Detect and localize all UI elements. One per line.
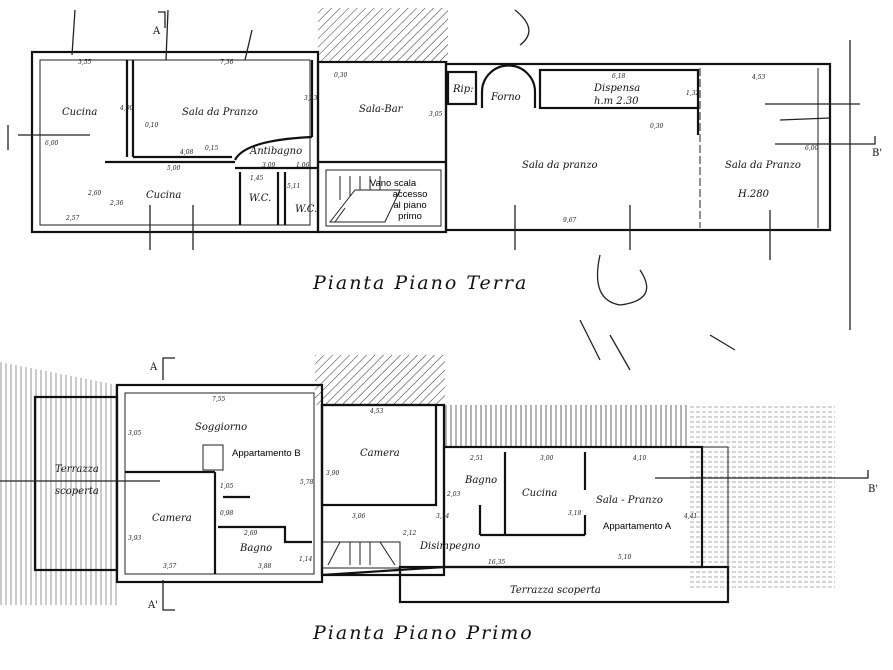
section-marker: A': [147, 600, 158, 611]
dimension-label: 0,10: [145, 122, 159, 129]
dimension-label: 3,88: [258, 563, 272, 570]
dimension-label: 3,09: [262, 162, 276, 169]
room-label: W.C.: [295, 204, 317, 215]
dimension-label: 3,90: [326, 470, 340, 477]
dimension-label: 7,36: [220, 59, 234, 66]
dimension-label: 0,30: [650, 123, 664, 130]
dimension-label: 0,30: [334, 72, 348, 79]
dimension-label: 3,05: [429, 111, 443, 118]
dimension-label: 5,10: [618, 554, 632, 561]
dimension-label: 5,00: [167, 165, 181, 172]
dimension-label: 1,45: [250, 175, 264, 182]
dimension-label: 1,14: [299, 556, 313, 563]
first-floor-title: Pianta Piano Primo: [312, 622, 534, 644]
dimension-label: 4,00: [119, 105, 134, 112]
apartment-label: Appartamento B: [232, 448, 301, 459]
dimension-label: 4,53: [751, 74, 766, 81]
dimension-label: 3,00: [540, 455, 554, 462]
dimension-label: 3,06: [352, 513, 366, 520]
dimension-label: 1,05: [220, 483, 234, 490]
room-label: h.m 2.30: [594, 96, 639, 107]
room-label: Sala - Pranzo: [596, 495, 663, 506]
apartment-a-walls: [442, 445, 704, 569]
room-label: scoperta: [55, 486, 99, 497]
bar-block-wall: [316, 60, 448, 234]
room-label: Sala da Pranzo: [725, 160, 801, 171]
ground-stairs: [328, 176, 401, 223]
room-label: Forno: [490, 92, 521, 103]
dimension-label: 4,53: [369, 408, 384, 415]
stair-void-hatch: [315, 355, 445, 405]
dimension-label: 3,23: [304, 95, 318, 102]
ground-dimensions: 3,55 7,36 0,30 4,00 0,10 3,23 3,05 4,08 …: [45, 59, 819, 224]
handwritten-height: H.280: [737, 189, 770, 200]
apartment-label: Appartamento A: [603, 521, 672, 532]
section-marker: A: [152, 26, 161, 37]
stair-void-hatch: [318, 8, 448, 62]
dimension-label: 4,10: [632, 455, 647, 462]
stair-note: Vano scala: [370, 178, 417, 189]
ground-floor-plan: Cucina Sala da Pranzo Sala-Bar Antibagno…: [7, 8, 882, 371]
ground-handwritten-ticks: [71, 9, 771, 260]
room-label: Rip:: [452, 84, 474, 95]
dimension-label: 2,69: [243, 530, 258, 537]
dimension-label: 3,57: [163, 563, 177, 570]
dimension-label: 3,93: [128, 535, 142, 542]
dimension-label: 9,67: [563, 217, 577, 224]
dimension-label: 2,12: [402, 530, 417, 537]
room-label: Cucina: [146, 190, 181, 201]
room-label: Cucina: [62, 107, 97, 118]
dimension-label: 5,11: [287, 183, 300, 190]
room-label: Sala-Bar: [359, 104, 404, 115]
dimension-label: 3,18: [568, 510, 582, 517]
dimension-label: 0,15: [205, 145, 219, 152]
room-label: Antibagno: [249, 146, 302, 157]
room-label: Cucina: [522, 488, 557, 499]
section-marker: B': [872, 148, 882, 159]
dimension-label: 2,51: [469, 455, 483, 462]
dimension-label: 5,78: [300, 479, 314, 486]
dimension-label: 3,05: [128, 430, 142, 437]
dimension-label: 16,35: [488, 559, 505, 566]
room-label: Camera: [152, 513, 192, 524]
stair-note: primo: [398, 211, 422, 222]
room-label: Dispensa: [593, 83, 640, 94]
dimension-label: 2,36: [109, 200, 124, 207]
room-label: Bagno: [464, 475, 497, 486]
section-marker: A: [149, 362, 158, 373]
dimension-label: 6,00: [805, 145, 819, 152]
stair-note: al piano: [393, 200, 426, 211]
left-block-wall: [30, 50, 320, 234]
ground-floor-title: Pianta Piano Terra: [312, 272, 528, 294]
dimension-label: 3,14: [436, 513, 450, 520]
dimension-label: 4,08: [179, 149, 194, 156]
dimension-label: 2,57: [65, 215, 80, 222]
dimension-label: 2,03: [446, 491, 461, 498]
dimension-label: 1,32: [686, 90, 700, 97]
room-label: Soggiorno: [195, 422, 247, 433]
dimension-label: 0,98: [220, 510, 234, 517]
dimension-label: 1,06: [296, 162, 310, 169]
first-floor-stairs: [321, 541, 401, 569]
room-label: Bagno: [239, 543, 272, 554]
right-block-wall: [444, 62, 832, 232]
room-label: Terrazza scoperta: [510, 585, 601, 596]
section-marker: B': [868, 484, 878, 495]
room-label: Sala da pranzo: [522, 160, 598, 171]
room-label: W.C.: [249, 193, 271, 204]
first-floor-plan: Soggiorno Camera Bagno Camera Disimpegno…: [0, 355, 878, 644]
room-label: Camera: [360, 448, 400, 459]
dimension-label: 6,00: [45, 140, 59, 147]
dimension-label: 4,41: [683, 513, 697, 520]
dimension-label: 7,55: [212, 396, 226, 403]
dimension-label: 6,18: [612, 73, 626, 80]
stair-note: accesso: [393, 189, 428, 200]
room-label: Terrazza: [55, 464, 99, 475]
room-label: Sala da Pranzo: [182, 107, 258, 118]
room-label: Disimpegno: [419, 541, 480, 552]
dimension-label: 2,60: [87, 190, 102, 197]
first-floor-dimensions: 7,55 3,05 5,78 1,05 0,98 2,69 3,93 3,57 …: [128, 396, 697, 570]
dimension-label: 3,55: [78, 59, 92, 66]
